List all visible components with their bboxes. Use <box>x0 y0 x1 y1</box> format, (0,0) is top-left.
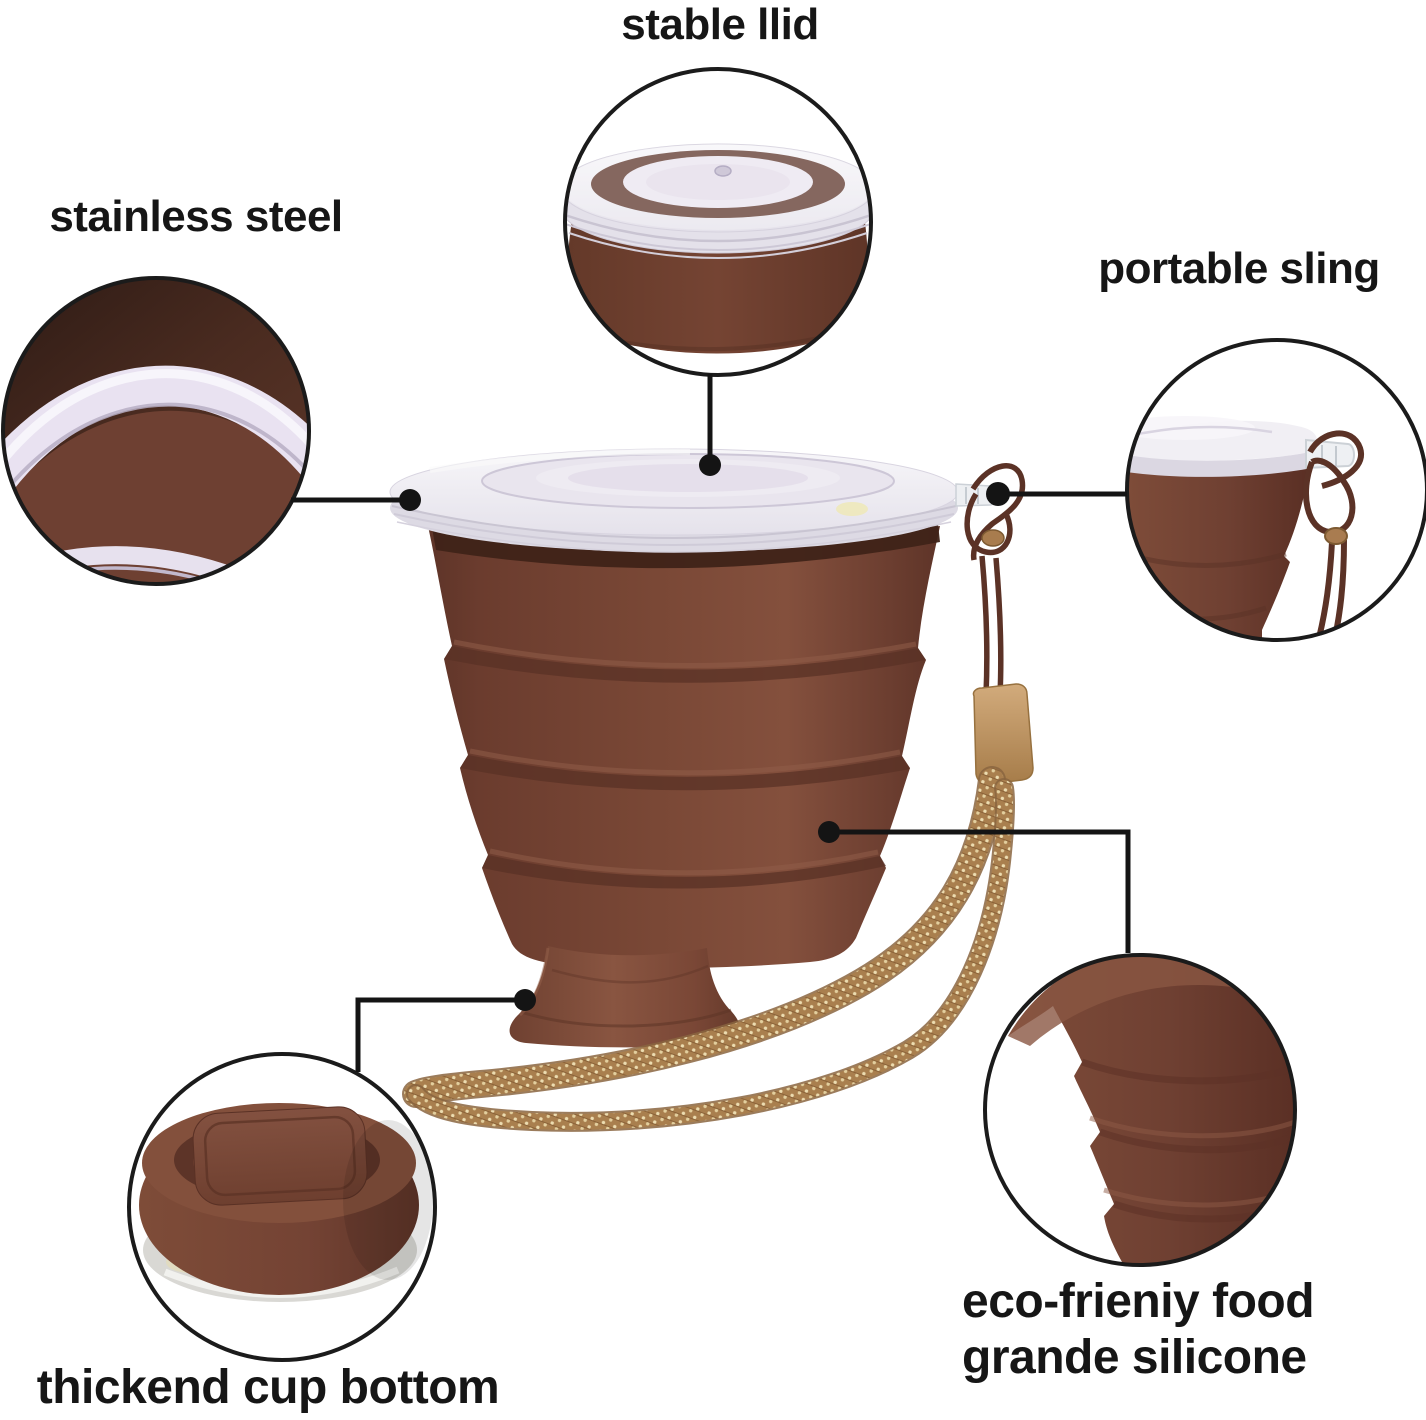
callout-silicone-body-closeup <box>983 953 1297 1267</box>
callout-circle-bottom-right <box>983 953 1297 1267</box>
folded-bottom-pad <box>192 1106 368 1206</box>
cord-knot <box>981 529 1005 547</box>
main-cup-photo <box>389 448 1034 1132</box>
callout-cup-bottom-closeup <box>127 1052 437 1362</box>
cup-body <box>428 526 940 969</box>
braided-sling-strap <box>402 766 1016 1132</box>
sling-bead <box>972 683 1034 785</box>
callout-sling-closeup <box>1125 338 1426 642</box>
label-portable-sling: portable sling <box>1098 244 1380 293</box>
annotation-leader-lines <box>291 374 1131 1072</box>
leader-bottom <box>355 997 525 1072</box>
label-eco-silicone: eco-frieniy food grande silicone <box>962 1274 1392 1385</box>
label-stainless-steel: stainless steel <box>49 192 343 241</box>
leader-silicone <box>829 829 1131 953</box>
lid-vent-hole <box>714 165 732 177</box>
callout-lid-closeup <box>563 67 873 377</box>
annotation-dots <box>399 454 1010 1011</box>
callout-circle-left <box>1 276 311 586</box>
sling-cord <box>964 463 1026 696</box>
label-eco-silicone-line2: grande silicone <box>962 1330 1307 1384</box>
callout-steel-rim-closeup <box>1 276 311 586</box>
callout-circle-bottom-left <box>127 1052 437 1362</box>
label-thickened-cup-bottom: thickend cup bottom <box>36 1361 500 1414</box>
label-stable-lid: stable llid <box>621 0 819 49</box>
callout-circle-right <box>1125 338 1426 642</box>
callout-circle-top <box>563 67 873 377</box>
label-eco-silicone-line1: eco-frieniy food <box>962 1275 1315 1328</box>
